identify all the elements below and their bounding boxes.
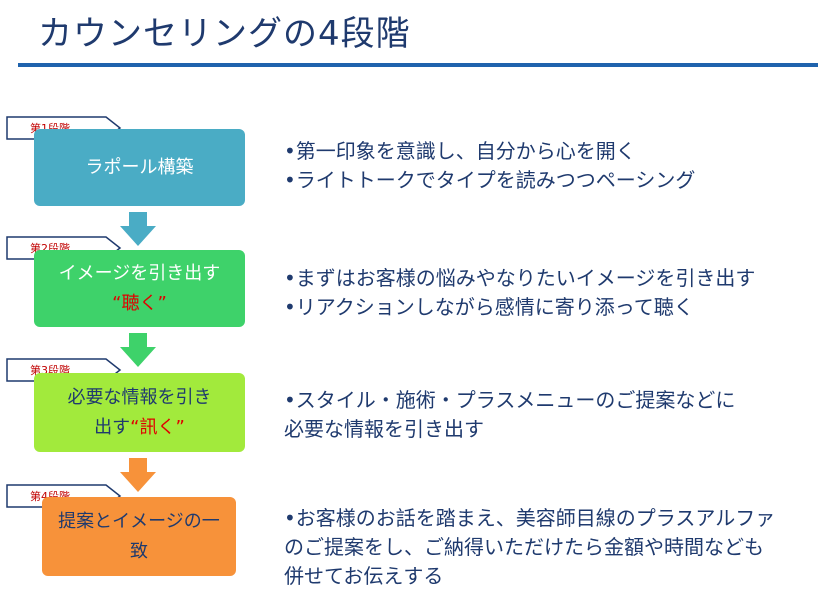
page-title: カウンセリングの4段階 — [38, 14, 411, 54]
down-arrow-2 — [120, 333, 156, 367]
down-arrow-3 — [120, 458, 156, 492]
stage-1-bullet: •ライトトークでタイプを読みつつペーシング — [284, 168, 696, 192]
stage-3-box: 必要な情報を引き 出す“訊く” — [34, 373, 245, 452]
stage-3-label-line1: 必要な情報を引き — [67, 386, 212, 408]
stage-1-box: ラポール構築 — [34, 129, 245, 206]
stage-2-label: イメージを引き出す — [58, 262, 221, 284]
stage-4-bullet: 併せてお伝えする — [284, 564, 444, 588]
stage-3-bullet: •スタイル・施術・プラスメニューのご提案などに — [284, 388, 736, 412]
stage-4-label-line2: 致 — [129, 540, 148, 562]
stage-2-description: •まずはお客様の悩みやなりたいイメージを引き出す •リアクションしながら感情に寄… — [284, 264, 755, 322]
stage-4-bullet: のご提案をし、ご納得いただけたら金額や時間なども — [284, 535, 764, 559]
stage-4-label-line1: 提案とイメージの一 — [58, 510, 220, 532]
stage-1-description: •第一印象を意識し、自分から心を開く •ライトトークでタイプを読みつつペーシング — [284, 137, 695, 195]
stage-2-highlight: “聴く” — [112, 292, 167, 314]
stage-3-description: •スタイル・施術・プラスメニューのご提案などに 必要な情報を引き出す — [284, 386, 735, 444]
stage-4-bullet: •お客様のお話を踏まえ、美容師目線のプラスアルファ — [284, 506, 776, 530]
stage-1-label: ラポール構築 — [85, 156, 194, 178]
stage-2-bullet: •まずはお客様の悩みやなりたいイメージを引き出す — [284, 266, 756, 290]
down-arrow-1 — [120, 212, 156, 246]
title-underline — [18, 63, 818, 67]
stage-2-box: イメージを引き出す “聴く” — [34, 250, 245, 327]
stage-3-label-line2: 出す — [94, 416, 131, 438]
stage-2-bullet: •リアクションしながら感情に寄り添って聴く — [284, 295, 694, 319]
stage-3-highlight: “訊く” — [130, 416, 185, 438]
stage-1-bullet: •第一印象を意識し、自分から心を開く — [284, 139, 636, 163]
stage-4-box: 提案とイメージの一 致 — [42, 497, 236, 576]
stage-3-bullet: 必要な情報を引き出す — [284, 417, 484, 441]
stage-4-description: •お客様のお話を踏まえ、美容師目線のプラスアルファ のご提案をし、ご納得いただけ… — [284, 504, 775, 591]
